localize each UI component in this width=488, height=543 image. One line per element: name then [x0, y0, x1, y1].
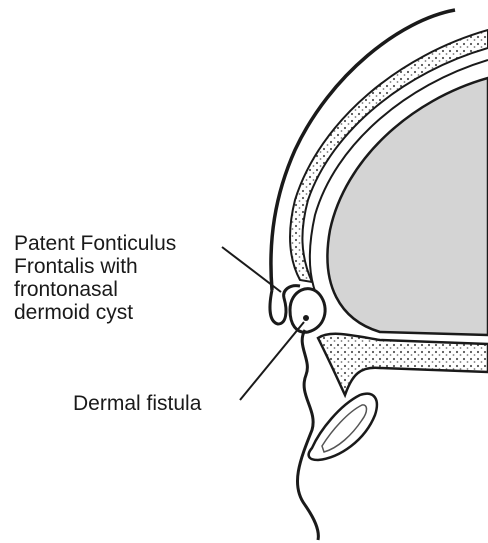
fistula-leader-line: [240, 322, 304, 400]
dermoid-cyst: [290, 289, 325, 333]
cyst-label-line-2: Frontalis with: [14, 255, 176, 278]
cranial-base-bone: [318, 334, 488, 395]
dermal-fistula-tract: [297, 330, 318, 540]
cyst-label-line-4: dermoid cyst: [14, 301, 176, 324]
cyst-label-line-1: Patent Fonticulus: [14, 232, 176, 255]
fistula-opening: [303, 315, 309, 321]
fistula-label: Dermal fistula: [73, 392, 201, 415]
cyst-label-line-3: frontonasal: [14, 278, 176, 301]
ethmoid-bone: [309, 394, 377, 460]
cyst-label: Patent Fonticulus Frontalis with fronton…: [14, 232, 176, 324]
